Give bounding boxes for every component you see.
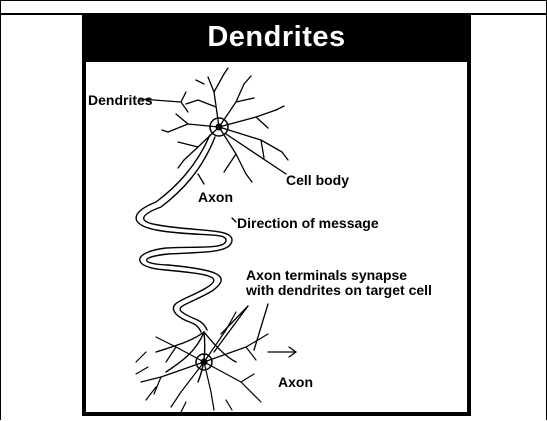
- label-dendrites: Dendrites: [88, 93, 153, 108]
- label-terminals-line1: Axon terminals synapse: [246, 268, 407, 283]
- label-direction-of-message: Direction of message: [237, 216, 379, 231]
- label-axon-top: Axon: [198, 190, 233, 205]
- top-border-bar: [0, 0, 547, 15]
- diagram-title: Dendrites: [82, 14, 471, 60]
- upper-neuron-dendrites: [162, 68, 288, 182]
- diagram-canvas: Dendrites Cell body Axon Direction of me…: [86, 62, 467, 412]
- label-cell-body: Cell body: [286, 173, 349, 188]
- label-terminals-line2: with dendrites on target cell: [246, 283, 432, 298]
- axon-path: [136, 135, 236, 382]
- diagram-panel: Dendrites: [82, 14, 471, 416]
- label-axon-bottom: Axon: [278, 375, 313, 390]
- neuron-illustration: [86, 62, 467, 412]
